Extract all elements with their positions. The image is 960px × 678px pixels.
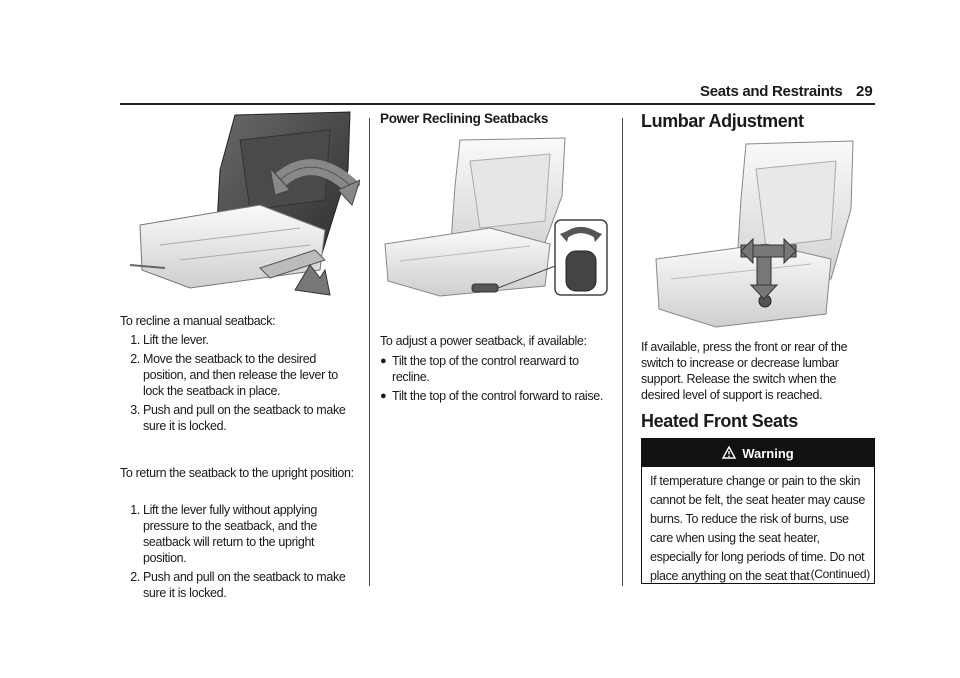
upright-intro: To return the seatback to the upright po… (120, 466, 354, 480)
list-item: ●Tilt the top of the control forward to … (380, 389, 603, 403)
warning-icon (722, 446, 737, 459)
list-item: 2.Push and pull on the seatback to make … (130, 570, 346, 600)
column-divider-1 (369, 118, 370, 586)
page-number: 29 (856, 83, 873, 100)
warning-title: Warning (742, 445, 794, 461)
power-recline-seat-illustration (384, 137, 608, 297)
power-recline-intro: To adjust a power seatback, if available… (380, 334, 587, 348)
list-item: 3.Push and pull on the seatback to make … (130, 403, 346, 433)
list-item: ●Tilt the top of the control rearward to… (380, 354, 579, 384)
section-title: Seats and Restraints (700, 83, 843, 100)
power-recline-heading: Power Reclining Seatbacks (380, 111, 549, 126)
list-item: 2.Move the seatback to the desired posit… (130, 352, 338, 398)
recline-intro: To recline a manual seatback: (120, 314, 276, 328)
continued-label: (Continued) (810, 567, 871, 581)
list-item: 1.Lift the lever. (130, 333, 209, 347)
heated-seats-heading: Heated Front Seats (641, 411, 798, 431)
power-recline-bullets: ●Tilt the top of the control rearward to… (380, 353, 612, 407)
warning-box: Warning If temperature change or pain to… (641, 438, 875, 584)
manual-recline-seat-illustration (129, 111, 360, 296)
lumbar-seat-illustration (655, 140, 854, 328)
column-divider-2 (622, 118, 623, 586)
warning-header: Warning (642, 439, 874, 467)
header-rule (120, 103, 875, 105)
warning-text: If temperature change or pain to the ski… (650, 474, 865, 583)
lumbar-heading: Lumbar Adjustment (641, 111, 804, 131)
list-item: 1.Lift the lever fully without applying … (130, 503, 317, 565)
recline-steps: 1.Lift the lever. 2.Move the seatback to… (120, 332, 360, 437)
upright-steps: 1.Lift the lever fully without applying … (120, 502, 360, 604)
lumbar-paragraph: If available, press the front or rear of… (641, 340, 848, 402)
